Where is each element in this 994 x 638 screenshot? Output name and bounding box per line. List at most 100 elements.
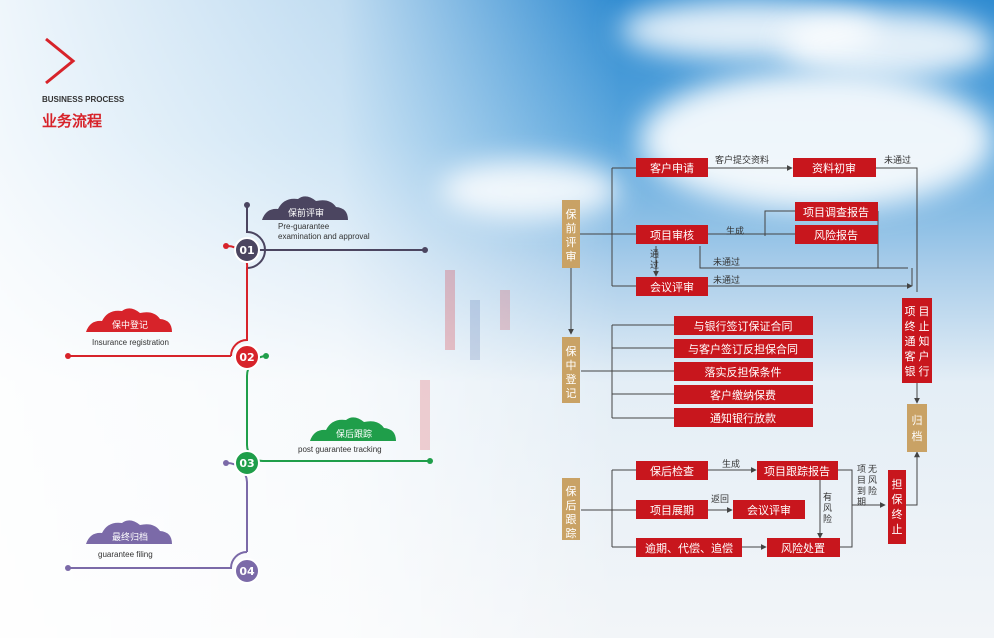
box-terminate-notify-text: 项 目 终 止 通 知 客 户 银 行 [905, 305, 930, 378]
svg-text:Insurance registration: Insurance registration [92, 338, 169, 347]
cloud-label-archive: 最终归档 guarantee filing [86, 520, 172, 559]
flow-boxes [636, 158, 932, 557]
timeline-dot [263, 353, 269, 359]
svg-text:最终归档: 最终归档 [112, 531, 148, 543]
chart-bar-decoration [500, 290, 510, 330]
label-generate-1: 生成 [726, 225, 744, 237]
label-no-risk-5: 到 [857, 485, 866, 497]
flow-lines [568, 165, 920, 550]
box-mid-1: 与银行签订保证合同 [694, 319, 793, 333]
label-no-risk-3: 目 [857, 475, 866, 486]
box-mid-2: 与客户签订反担保合同 [688, 342, 798, 356]
svg-text:保: 保 [566, 344, 577, 358]
svg-text:行: 行 [919, 365, 930, 378]
svg-text:保: 保 [566, 207, 577, 221]
timeline-node-02: 02 [234, 344, 260, 370]
svg-text:客: 客 [905, 349, 916, 363]
svg-text:04: 04 [239, 565, 255, 578]
chart-bar-decoration [445, 270, 455, 350]
phase-pre: 保 前 评 审 [562, 200, 580, 268]
label-submit-docs: 客户提交资料 [715, 154, 769, 166]
label-return: 返回 [711, 493, 729, 505]
chevron-right-icon [45, 37, 76, 85]
timeline-dot [65, 565, 71, 571]
box-survey-report: 项目调查报告 [803, 205, 869, 219]
box-mid-4: 客户缴纳保费 [710, 388, 776, 402]
svg-text:保: 保 [566, 484, 577, 498]
box-post-meeting: 会议评审 [747, 503, 791, 517]
label-passed-2: 过 [650, 259, 659, 271]
label-not-passed-1: 未通过 [884, 154, 911, 166]
label-no-risk-6: 险 [868, 485, 877, 497]
chart-bar-decoration [420, 380, 430, 450]
svg-text:终: 终 [892, 507, 903, 521]
cloud-label-post: 保后跟踪 post guarantee tracking [298, 417, 396, 454]
label-no-risk-2: 无 [868, 464, 877, 475]
label-has-risk-2: 风 [823, 503, 832, 514]
box-post-check: 保后检查 [650, 464, 694, 478]
box-guarantee-end-text: 担 保 终 止 [892, 477, 903, 536]
box-risk-handling: 风险处置 [781, 541, 825, 555]
box-tracking-report: 项目跟踪报告 [764, 464, 830, 478]
svg-text:项: 项 [905, 305, 916, 318]
box-project-review: 项目审核 [650, 228, 694, 242]
label-generate-2: 生成 [722, 458, 740, 470]
svg-text:终: 终 [905, 319, 916, 333]
svg-text:户: 户 [919, 349, 930, 363]
svg-text:档: 档 [912, 429, 923, 443]
phase-mid: 保 中 登 记 [562, 337, 580, 403]
timeline-dot [422, 247, 428, 253]
box-customer-apply: 客户申请 [650, 161, 694, 175]
chart-bar-decoration [470, 300, 480, 360]
svg-text:保后跟踪: 保后跟踪 [336, 428, 372, 440]
svg-text:保: 保 [892, 492, 903, 506]
label-not-passed-3: 未通过 [713, 274, 740, 286]
svg-text:踪: 踪 [566, 526, 577, 540]
svg-text:Pre-guarantee: Pre-guarantee [278, 222, 330, 231]
label-no-risk-1: 项 [857, 464, 866, 475]
header-subtitle: BUSINESS PROCESS [42, 95, 125, 104]
cloud-decoration [780, 10, 994, 80]
label-has-risk-1: 有 [823, 491, 832, 503]
label-no-risk-7: 期 [857, 497, 866, 508]
box-overdue: 逾期、代偿、追偿 [645, 541, 733, 555]
svg-text:guarantee filing: guarantee filing [98, 550, 153, 559]
box-archive-text: 归 档 [912, 413, 923, 443]
timeline-node-04: 04 [234, 558, 260, 584]
svg-text:保中登记: 保中登记 [112, 319, 148, 331]
svg-text:通: 通 [905, 335, 916, 348]
label-has-risk-3: 险 [823, 513, 832, 525]
timeline-line-01 [246, 205, 425, 269]
cloud-label-pre: 保前评审 Pre-guarantee examination and appro… [262, 196, 370, 241]
svg-text:01: 01 [239, 244, 254, 257]
box-meeting-review: 会议评审 [650, 280, 694, 294]
svg-text:担: 担 [892, 477, 903, 491]
timeline-line-04 [68, 461, 248, 569]
label-no-risk-4: 风 [868, 475, 877, 486]
label-not-passed-2: 未通过 [713, 256, 740, 268]
svg-text:examination and approval: examination and approval [278, 232, 370, 241]
svg-text:后: 后 [566, 499, 577, 512]
timeline-dot [223, 460, 229, 466]
timeline-dot [427, 458, 433, 464]
box-extension: 项目展期 [650, 504, 694, 517]
label-passed-1: 通 [650, 249, 659, 260]
box-initial-review: 资料初审 [812, 161, 856, 175]
svg-text:记: 记 [566, 387, 577, 400]
svg-text:审: 审 [566, 249, 577, 263]
svg-text:post guarantee tracking: post guarantee tracking [298, 445, 382, 454]
timeline-node-01: 01 [234, 237, 260, 263]
svg-text:评: 评 [566, 236, 577, 249]
box-mid-3: 落实反担保条件 [705, 365, 782, 379]
svg-text:中: 中 [566, 359, 577, 372]
phase-post: 保 后 跟 踪 [562, 478, 580, 540]
svg-text:03: 03 [239, 457, 254, 470]
svg-text:登: 登 [566, 372, 577, 386]
svg-text:止: 止 [919, 320, 930, 333]
svg-text:归: 归 [912, 413, 923, 427]
timeline-dot [65, 353, 71, 359]
svg-text:保前评审: 保前评审 [288, 207, 324, 219]
cloud-label-mid: 保中登记 Insurance registration [86, 308, 172, 347]
svg-text:银: 银 [905, 364, 916, 378]
